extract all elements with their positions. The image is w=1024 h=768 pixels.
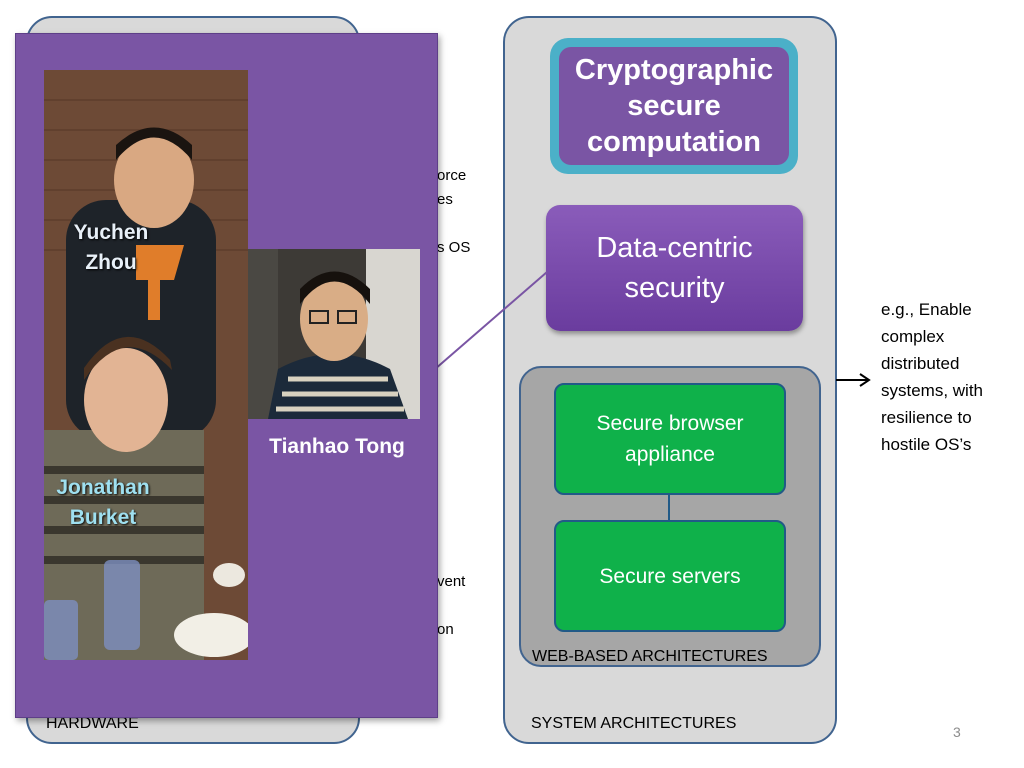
arrow-right-icon (836, 373, 871, 387)
tianhao-name-label: Tianhao Tong (269, 435, 405, 458)
jonathan-name-label: Jonathan Burket (56, 476, 150, 529)
side-note: e.g., Enable complex distributed systems… (881, 300, 984, 454)
secure-browser-box: Secure browser appliance (554, 383, 786, 495)
secure-browser-label: Secure browser appliance (596, 412, 744, 466)
data-centric-box: Data-centric security (546, 205, 803, 331)
secure-servers-box: Secure servers (554, 520, 786, 632)
crypto-box: Cryptographic secure computation (559, 47, 789, 165)
box-connector (668, 495, 670, 520)
team-photo-illustration (44, 70, 248, 660)
data-centric-label: Data-centric security (596, 232, 753, 304)
secure-servers-label: Secure servers (599, 564, 741, 588)
web-architectures-label: WEB-BASED ARCHITECTURES (532, 648, 768, 665)
hardware-label: HARDWARE (46, 715, 139, 732)
peek-text-5: on (437, 621, 454, 638)
team-photo: Yuchen Zhou Jonathan Burket (44, 70, 248, 660)
tianhao-photo-illustration (248, 249, 420, 419)
team-photo-overlay: Yuchen Zhou Jonathan Burket Tianhao Tong (15, 33, 438, 718)
peek-text-2: es (437, 191, 453, 208)
yuchen-name-label: Yuchen Zhou (73, 221, 149, 274)
peek-text-1: orce (437, 167, 467, 184)
peek-text-3: s OS (437, 239, 471, 256)
peek-text-4: vent (437, 573, 466, 590)
crypto-box-border: Cryptographic secure computation (550, 38, 798, 174)
tianhao-photo (248, 249, 420, 419)
page-number: 3 (953, 724, 961, 740)
system-architectures-label: SYSTEM ARCHITECTURES (531, 715, 737, 732)
crypto-box-label: Cryptographic secure computation (574, 54, 774, 158)
